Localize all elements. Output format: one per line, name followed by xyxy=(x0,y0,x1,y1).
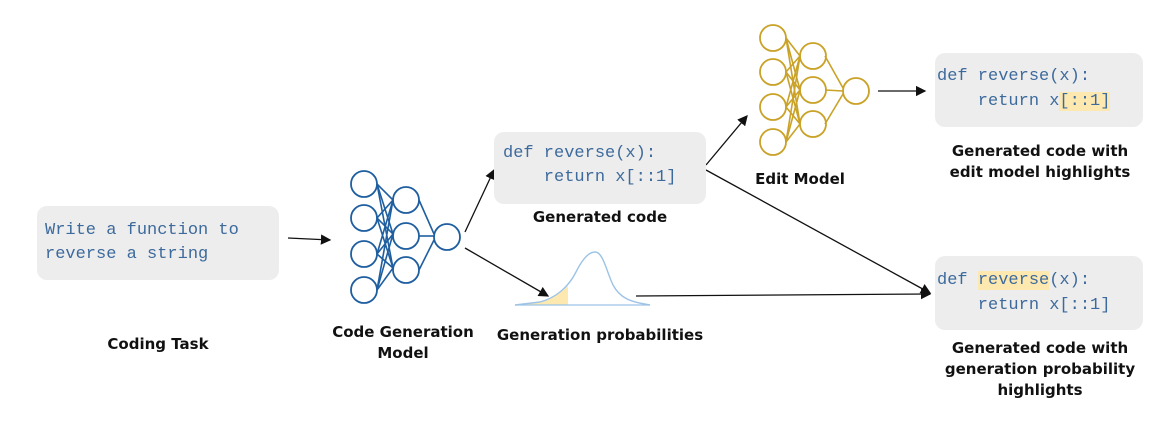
edit-highlight: [::1] xyxy=(1059,92,1111,111)
edit-output-label-1: Generated code with xyxy=(951,142,1129,160)
prob-output-label-1: Generated code with xyxy=(951,339,1129,357)
task-label: Coding Task xyxy=(107,335,209,353)
prob-output-label-3: highlights xyxy=(997,381,1083,399)
generated-code-box: def reverse(x): return x[::1] xyxy=(494,132,706,204)
arrow-model-to-code xyxy=(464,168,495,233)
edit-output-line-2: return x[::1] xyxy=(937,92,1111,111)
code-gen-model-label-2: Model xyxy=(377,344,429,362)
generated-code-label: Generated code xyxy=(532,208,668,226)
edit-output-line-1: def reverse(x): xyxy=(937,67,1091,86)
edit-model-label: Edit Model xyxy=(755,170,845,188)
prob-output-label-2: generation probability xyxy=(944,360,1136,378)
arrow-model-to-prob xyxy=(464,247,550,297)
arrow-code-to-prob-output xyxy=(705,169,932,294)
edit-output-box: def reverse(x): return x[::1] xyxy=(935,53,1143,127)
prob-output-line-1: def reverse(x): xyxy=(937,271,1091,290)
generated-code-line-1: def reverse(x): xyxy=(503,144,657,163)
task-line-2: reverse a string xyxy=(45,245,209,264)
arrow-prob-to-prob-output xyxy=(635,288,932,300)
prob-output-line-2: return x[::1] xyxy=(937,296,1111,315)
edit-output-label-2: edit model highlights xyxy=(949,163,1131,181)
arrow-task-to-model xyxy=(287,234,332,245)
task-box: Write a function to reverse a string xyxy=(37,206,279,280)
code-gen-model-label-1: Code Generation xyxy=(332,323,474,341)
prob-output-box: def reverse(x): return x[::1] xyxy=(935,256,1143,330)
probabilities-label: Generation probabilities xyxy=(496,326,704,344)
arrow-code-to-edit xyxy=(705,115,748,166)
generated-code-line-2: return x[::1] xyxy=(503,168,677,187)
task-line-1: Write a function to xyxy=(45,221,239,240)
prob-highlight: reverse xyxy=(977,271,1050,290)
